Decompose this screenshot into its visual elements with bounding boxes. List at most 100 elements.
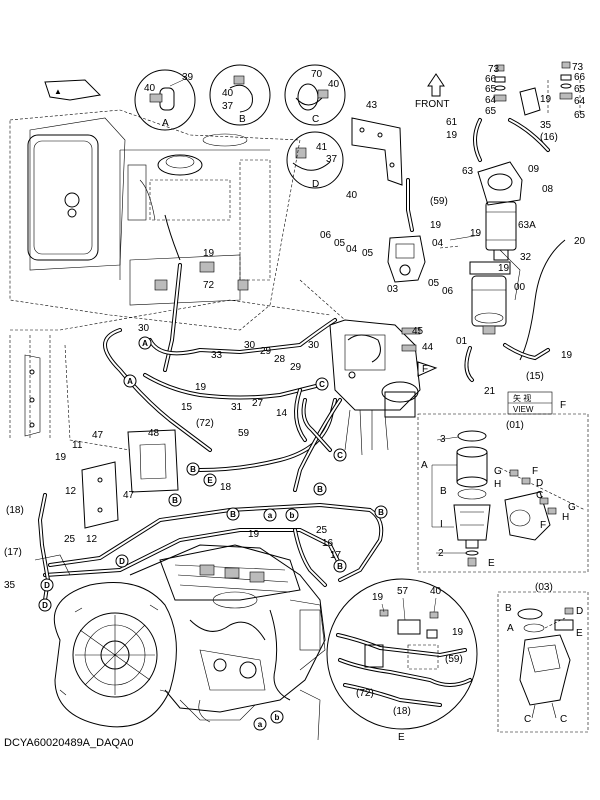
detail-01-box: (01) (417, 413, 589, 573)
connection-ref-letter: A (127, 377, 133, 386)
part-label-p27: 27 (252, 398, 264, 409)
part-label-p40a: 40 (346, 190, 358, 201)
part-label-p01: 01 (456, 336, 468, 347)
connection-ref-letter: a (268, 511, 273, 520)
part-label-p59a: (59) (430, 196, 448, 207)
view-box-letter: F (560, 400, 566, 411)
part-label-p19b: 19 (446, 130, 458, 141)
part-label-p14: 14 (276, 408, 288, 419)
part-label-p64b: 64 (574, 96, 586, 107)
connection-ref-letter: A (142, 339, 148, 348)
part-label-p19i: 19 (55, 452, 67, 463)
connection-ref-b-17: b (270, 710, 284, 724)
detail-03-part-B: B (505, 603, 512, 614)
part-label-p04a: 04 (346, 244, 358, 255)
detail-01-part-E: E (488, 558, 495, 569)
part-label-p06b: 06 (442, 286, 454, 297)
part-label-p30c: 30 (308, 340, 320, 351)
part-label-p28: 28 (274, 354, 286, 365)
frame-and-tank: ▲ (9, 79, 331, 451)
front-arrow: FRONT (415, 73, 449, 110)
part-label-p25a: 25 (64, 534, 76, 545)
water-separator-01 (469, 261, 511, 335)
part-label-p63: 63 (462, 166, 474, 177)
detail-e-part-72: (72) (356, 688, 374, 699)
part-label-p43: 43 (366, 100, 378, 111)
connection-ref-B-6: B (168, 493, 182, 507)
detail-a-letter: A (162, 118, 169, 129)
detail-a-part-40: 40 (144, 83, 156, 94)
detail-e-part-18: (18) (393, 706, 411, 717)
part-label-p45: 45 (412, 326, 424, 337)
detail-b-part-40: 40 (222, 88, 234, 99)
fuel-filter-63 (477, 161, 523, 261)
detail-01-part-B: B (440, 486, 447, 497)
part-label-p20: 20 (574, 236, 586, 247)
part-label-p03: 03 (387, 284, 399, 295)
engine (53, 544, 326, 741)
detail-d-part-37: 37 (326, 154, 338, 165)
drawing-code-caption: DCYA60020489A_DAQA0 (4, 737, 133, 749)
bracket-48 (127, 429, 179, 493)
detail-03-labels: B D A E C C (505, 603, 583, 725)
detail-e-letter: E (398, 732, 405, 743)
detail-01-part-A: A (421, 460, 428, 471)
connection-ref-B-15: B (333, 559, 347, 573)
detail-01-part-H2: H (562, 512, 569, 523)
part-label-p73b: 73 (572, 62, 584, 73)
part-label-p19j: 19 (248, 529, 260, 540)
fuel-pump-assembly (329, 319, 421, 456)
connection-ref-b-14: b (285, 508, 299, 522)
part-label-p30a: 30 (138, 323, 150, 334)
detail-03-part-E: E (576, 628, 583, 639)
part-label-p09: 09 (528, 164, 540, 175)
front-label: FRONT (415, 99, 449, 110)
detail-e-labels: 19 57 40 19 (72) (18) (59) E (356, 586, 464, 743)
detail-e-part-57: 57 (397, 586, 409, 597)
detail-01-part-3: 3 (440, 434, 446, 445)
detail-01-part-C: C (536, 490, 543, 501)
part-label-p65c: 65 (574, 84, 586, 95)
detail-b-part-37: 37 (222, 101, 234, 112)
detail-01-part-G2: G (568, 502, 576, 513)
detail-circle-b: 40 37 B (209, 64, 271, 126)
part-label-p30b: 30 (244, 340, 256, 351)
detail-e-part-59: (59) (445, 654, 463, 665)
part-label-p61: 61 (446, 117, 458, 128)
part-label-p65b: 65 (485, 106, 497, 117)
bracket-43 (351, 117, 403, 186)
part-label-p35b: 35 (4, 580, 16, 591)
connection-ref-E-5: E (203, 473, 217, 487)
connection-ref-D-11: D (40, 578, 54, 592)
fuel-lines-upper (299, 118, 566, 382)
part-label-p32: 32 (520, 252, 532, 263)
detail-circle-e (326, 578, 478, 730)
detail-e-part-19a: 19 (372, 592, 384, 603)
part-label-p72a: 72 (203, 280, 215, 291)
detail-01-labels: 3 A B I 2 E G H F D C G H F (421, 434, 576, 569)
part-label-p16b: 16 (322, 538, 334, 549)
detail-01-part-F: F (532, 466, 538, 477)
part-label-p47b: 47 (123, 490, 135, 501)
part-label-p19a: 19 (540, 94, 552, 105)
part-label-p65d: 65 (574, 110, 586, 121)
detail-01-part-H: H (494, 479, 501, 490)
part-label-p19d: 19 (470, 228, 482, 239)
part-label-p72b: (72) (196, 418, 214, 429)
hose-72 (163, 263, 182, 372)
detail-03-box: (03) (497, 582, 589, 733)
connection-ref-letter: B (317, 485, 323, 494)
detail-03-part-A: A (507, 623, 514, 634)
view-box-view: VIEW (513, 405, 534, 414)
view-f-arrow: F (417, 361, 438, 377)
part-label-p00: 00 (514, 282, 526, 293)
connection-ref-letter: B (337, 562, 343, 571)
part-label-p64a: 64 (485, 95, 497, 106)
feed-pump-03 (387, 235, 426, 283)
connection-ref-letter: D (119, 557, 125, 566)
part-label-p18a: 18 (220, 482, 232, 493)
part-label-p06a: 06 (320, 230, 332, 241)
connection-ref-letter: b (290, 511, 295, 520)
detail-01-part-F2: F (540, 520, 546, 531)
